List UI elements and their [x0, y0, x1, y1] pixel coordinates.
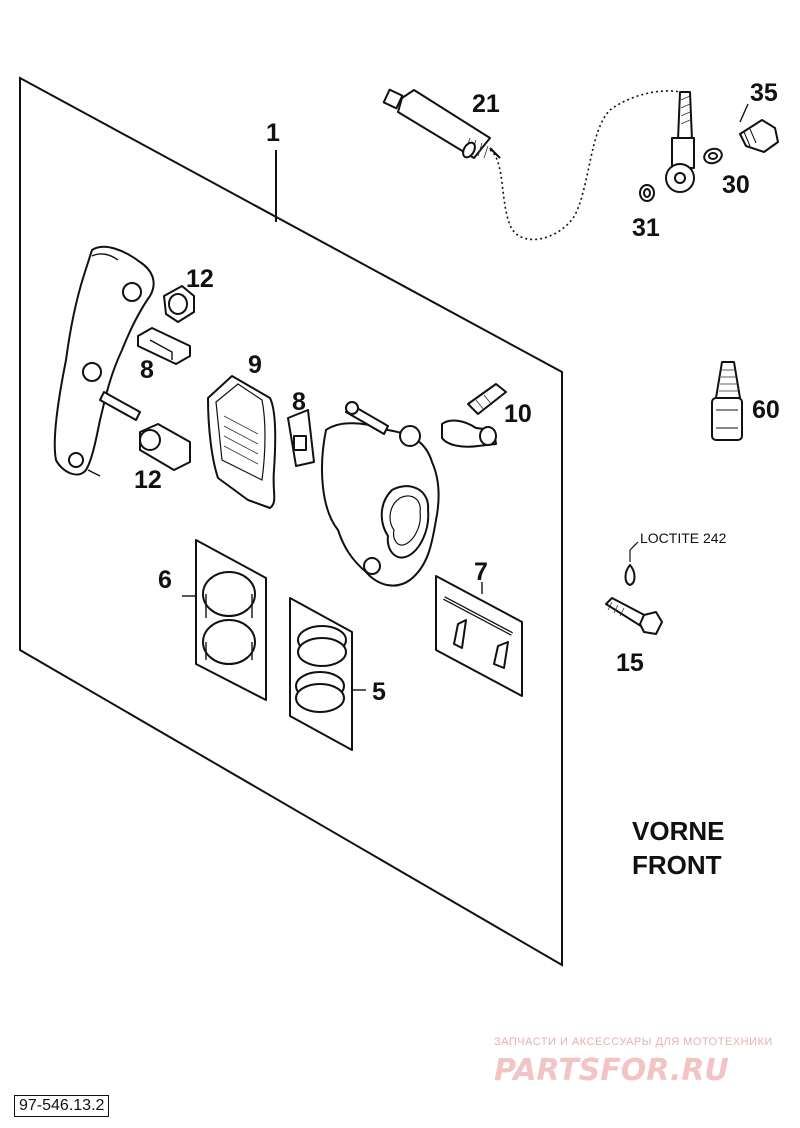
label-part-9: 9: [248, 351, 262, 379]
orientation-label-vorne: VORNE: [632, 816, 724, 846]
orientation-label-front: FRONT: [632, 850, 722, 880]
piston-kit-part: [195, 539, 267, 701]
label-part-21: 21: [472, 90, 500, 118]
label-part-12-upper: 12: [186, 265, 214, 293]
label-part-7: 7: [474, 558, 488, 586]
seal-kit-part: [289, 597, 353, 751]
assembly-panel: [19, 76, 563, 967]
brake-pad-part: [207, 375, 277, 509]
banjo-fitting-part: [639, 91, 779, 202]
pin-kit-part: [435, 575, 523, 697]
label-part-10: 10: [504, 400, 532, 428]
label-part-8-left: 8: [140, 356, 154, 384]
label-part-15: 15: [616, 649, 644, 677]
brake-carrier-part: [53, 245, 155, 477]
label-part-30: 30: [722, 171, 750, 199]
bleed-hose-part: [382, 88, 681, 241]
loctite-note: LOCTITE 242: [640, 530, 727, 546]
slide-pin-part: [139, 423, 191, 471]
watermark-brand: PARTSFOR.RU: [494, 1053, 729, 1088]
bleed-valve-part: [441, 383, 507, 448]
leader-lines: [182, 103, 749, 691]
label-part-31: 31: [632, 214, 660, 242]
caliper-body-part: [321, 401, 440, 587]
label-part-12-lower: 12: [134, 466, 162, 494]
label-part-35: 35: [750, 79, 778, 107]
loctite-bottle-part: [711, 361, 743, 441]
reference-code: 97-546.13.2: [14, 1095, 110, 1117]
pad-spring-part-left: [137, 327, 191, 365]
label-part-5: 5: [372, 678, 386, 706]
watermark-tagline: ЗАПЧАСТИ И АКСЕССУАРЫ ДЛЯ МОТОТЕХНИКИ: [494, 1036, 773, 1048]
label-part-8-right: 8: [292, 388, 306, 416]
label-part-6: 6: [158, 566, 172, 594]
label-part-1: 1: [266, 119, 280, 147]
label-part-60: 60: [752, 396, 780, 424]
bushing-part-upper: [163, 285, 195, 323]
bolt-part: [605, 541, 663, 635]
pad-spring-part-right: [287, 409, 315, 467]
